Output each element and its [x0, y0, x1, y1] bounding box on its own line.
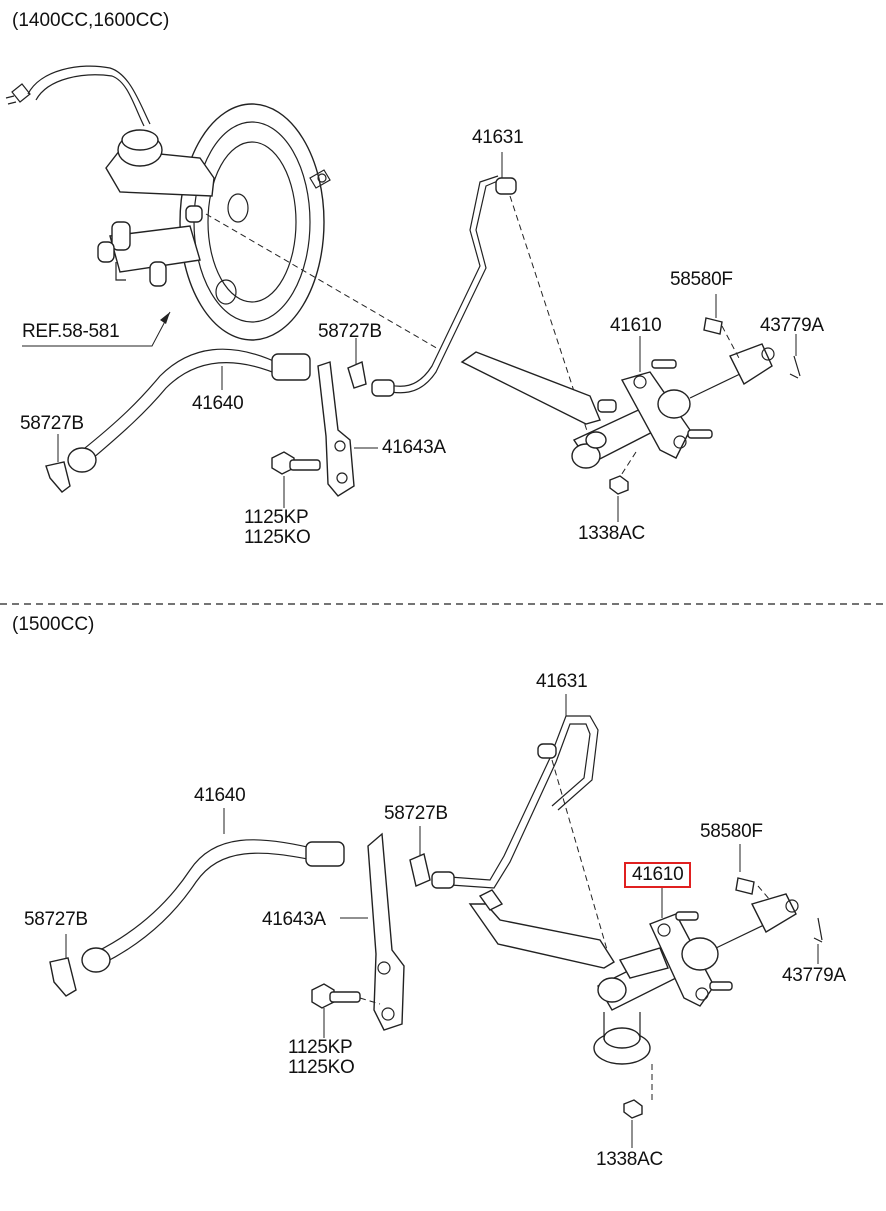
hose-41640-top	[67, 348, 311, 473]
label-41631-bottom[interactable]: 41631	[536, 671, 588, 692]
label-58727B-bottom-mid[interactable]: 58727B	[384, 803, 448, 824]
bolt-1125-bottom	[311, 983, 361, 1009]
label-43779A-bottom[interactable]: 43779A	[782, 965, 846, 986]
section-header-bottom: (1500CC)	[12, 614, 95, 635]
clutch-master-bottom	[468, 889, 799, 1065]
label-58580F-bottom[interactable]: 58580F	[700, 821, 763, 842]
cotter-pin-43779A-bottom	[813, 917, 823, 943]
pin-58580F-bottom	[735, 877, 755, 895]
label-41640-top[interactable]: 41640	[192, 393, 244, 414]
tube-41631-bottom	[431, 715, 599, 889]
label-1338AC-bottom[interactable]: 1338AC	[596, 1149, 663, 1170]
label-41610-bottom-highlighted[interactable]: 41610	[623, 862, 692, 888]
bracket-41643A-top	[317, 361, 355, 497]
label-1125KO-bottom[interactable]: 1125KO	[288, 1057, 355, 1078]
label-1125KP-bottom[interactable]: 1125KP	[288, 1037, 353, 1058]
label-41640-bottom[interactable]: 41640	[194, 785, 246, 806]
pin-58580F-top	[703, 317, 723, 335]
label-43779A-top[interactable]: 43779A	[760, 315, 824, 336]
label-1338AC-top[interactable]: 1338AC	[578, 523, 645, 544]
master-cylinder	[97, 129, 215, 287]
hose-41640-bottom	[81, 839, 345, 973]
bolt-1125-top	[271, 451, 321, 475]
label-1125KO-top[interactable]: 1125KO	[244, 527, 311, 548]
label-58727B-top-left[interactable]: 58727B	[20, 413, 84, 434]
cotter-pin-43779A-top	[789, 355, 801, 379]
label-41643A-top[interactable]: 41643A	[382, 437, 446, 458]
tube-41631-top	[371, 175, 517, 397]
label-58580F-top[interactable]: 58580F	[670, 269, 733, 290]
label-41610-top[interactable]: 41610	[610, 315, 662, 336]
clip-58727B-left	[45, 461, 71, 493]
clip-58727B-mid-bottom	[409, 853, 431, 887]
label-ref-58-581[interactable]: REF.58-581	[22, 321, 120, 342]
bracket-41643A-bottom	[367, 832, 405, 1031]
ref-leader	[22, 311, 171, 347]
wire-harness	[27, 65, 151, 125]
label-41631-top[interactable]: 41631	[472, 127, 524, 148]
section-header-top: (1400CC,1600CC)	[12, 10, 170, 31]
clutch-master-top	[460, 343, 775, 469]
clip-58727B-mid	[347, 361, 367, 389]
brake-booster	[179, 103, 331, 341]
nut-1338AC-top	[609, 475, 629, 495]
label-58727B-top-mid[interactable]: 58727B	[318, 321, 382, 342]
clip-58727B-left-bottom	[49, 957, 77, 997]
nut-1338AC-bottom	[623, 1099, 643, 1119]
label-41643A-bottom[interactable]: 41643A	[262, 909, 326, 930]
label-1125KP-top[interactable]: 1125KP	[244, 507, 309, 528]
label-58727B-bottom-left[interactable]: 58727B	[24, 909, 88, 930]
